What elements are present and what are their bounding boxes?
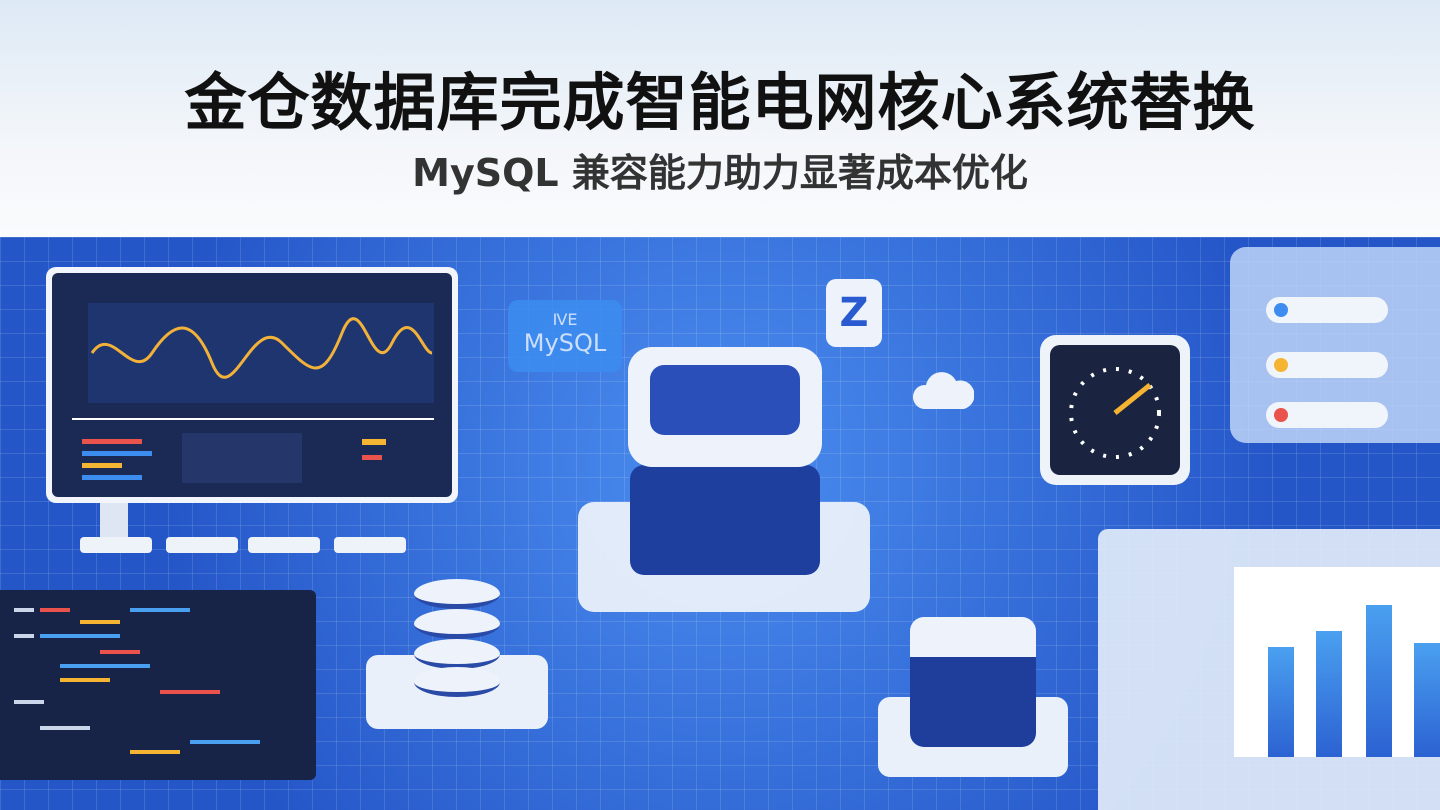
monitor-foot — [334, 537, 406, 553]
code-editor — [0, 590, 316, 780]
small-server-icon — [910, 617, 1036, 747]
cloud-icon — [913, 372, 974, 409]
mysql-badge: ⅣE MySQL — [508, 300, 622, 372]
gauge-icon — [1040, 335, 1190, 485]
monitor-foot — [166, 537, 238, 553]
line-chart-graphic — [72, 303, 434, 483]
illustration: ⅣE MySQL Z — [0, 237, 1440, 810]
monitor-foot — [80, 537, 152, 553]
monitor-foot — [248, 537, 320, 553]
header: 金仓数据库完成智能电网核心系统替换 MySQL 兼容能力助力显著成本优化 — [0, 0, 1440, 237]
bar-chart-window — [1098, 529, 1440, 810]
database-server-icon — [628, 347, 822, 587]
page-subtitle: MySQL 兼容能力助力显著成本优化 — [412, 151, 1028, 195]
database-cylinder-icon — [414, 579, 500, 699]
z-logo-icon: Z — [826, 279, 882, 347]
monitor-dashboard-icon — [46, 267, 458, 503]
status-list-panel — [1230, 247, 1440, 443]
page-title: 金仓数据库完成智能电网核心系统替换 — [184, 66, 1256, 139]
monitor-stand — [100, 503, 128, 543]
